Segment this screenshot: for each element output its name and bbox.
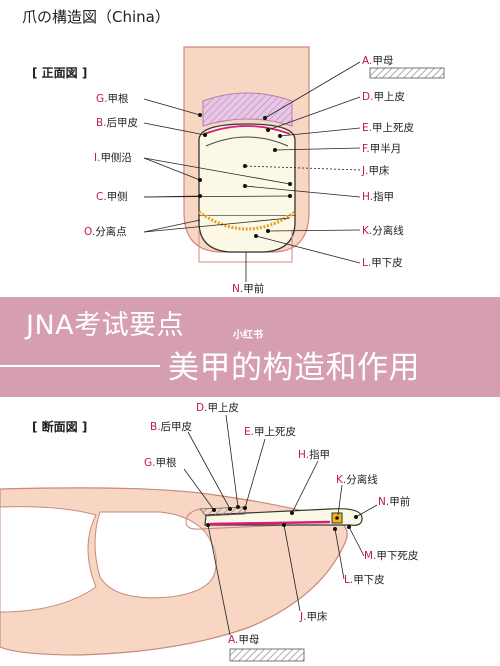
side-label-A: A.甲母	[228, 634, 260, 646]
fingertip-front-shape	[198, 230, 293, 263]
banner-divider	[0, 365, 160, 367]
front-label-A: A.甲母	[362, 55, 394, 67]
front-label-F: F.甲半月	[362, 143, 402, 155]
eponychium-front-line	[203, 125, 291, 135]
nail-bed-line	[209, 520, 331, 526]
front-label-K: K.分离线	[362, 225, 404, 237]
matrix-key-top	[369, 67, 445, 79]
side-view-heading: [ 断面図 ]	[32, 420, 88, 434]
side-label-D: D.甲上皮	[196, 402, 239, 414]
side-label-H: H.指甲	[298, 449, 331, 461]
matrix-key-bottom	[229, 648, 305, 662]
banner-bottom-text: 美甲的构造和作用	[168, 350, 420, 386]
front-label-B: B.后甲皮	[96, 117, 139, 129]
front-label-D: D.甲上皮	[362, 91, 405, 103]
side-label-E: E.甲上死皮	[244, 426, 296, 438]
lunula-shape	[205, 136, 289, 147]
side-label-G: G.甲根	[144, 457, 177, 469]
side-label-M: M.甲下死皮	[364, 550, 419, 562]
nail-matrix-hatch	[202, 92, 293, 127]
front-view-diagram	[143, 46, 445, 282]
front-label-E: E.甲上死皮	[362, 122, 414, 134]
side-label-B: B.后甲皮	[150, 421, 193, 433]
front-label-O: O.分离点	[84, 226, 127, 238]
side-label-K: K.分离线	[336, 474, 378, 486]
topic-banner: JNA考试要点 小红书 美甲的构造和作用	[0, 297, 500, 397]
front-label-J: J.甲床	[362, 165, 390, 177]
side-view-diagram	[0, 414, 378, 662]
side-label-J: J.甲床	[300, 611, 328, 623]
side-label-N: N.甲前	[378, 496, 411, 508]
bone-side-shape	[94, 511, 217, 599]
front-label-H: H.指甲	[362, 191, 395, 203]
front-label-C: C.甲侧	[96, 191, 128, 203]
side-label-L: L.甲下皮	[344, 574, 385, 586]
page-title: 爪の構造図（China）	[22, 8, 170, 26]
front-label-I: I.甲侧沿	[94, 152, 132, 164]
nail-plate-shape	[198, 123, 296, 217]
banner-top-text: JNA考试要点	[26, 310, 185, 341]
front-label-N: N.甲前	[232, 283, 265, 295]
bone-base-shape	[0, 506, 97, 613]
nail-root-pocket	[185, 508, 331, 530]
front-view-heading: [ 正面図 ]	[32, 66, 88, 80]
front-label-L: L.甲下皮	[362, 257, 403, 269]
front-label-G: G.甲根	[96, 93, 129, 105]
free-edge-shape	[198, 216, 296, 253]
banner-watermark: 小红书	[233, 330, 263, 341]
